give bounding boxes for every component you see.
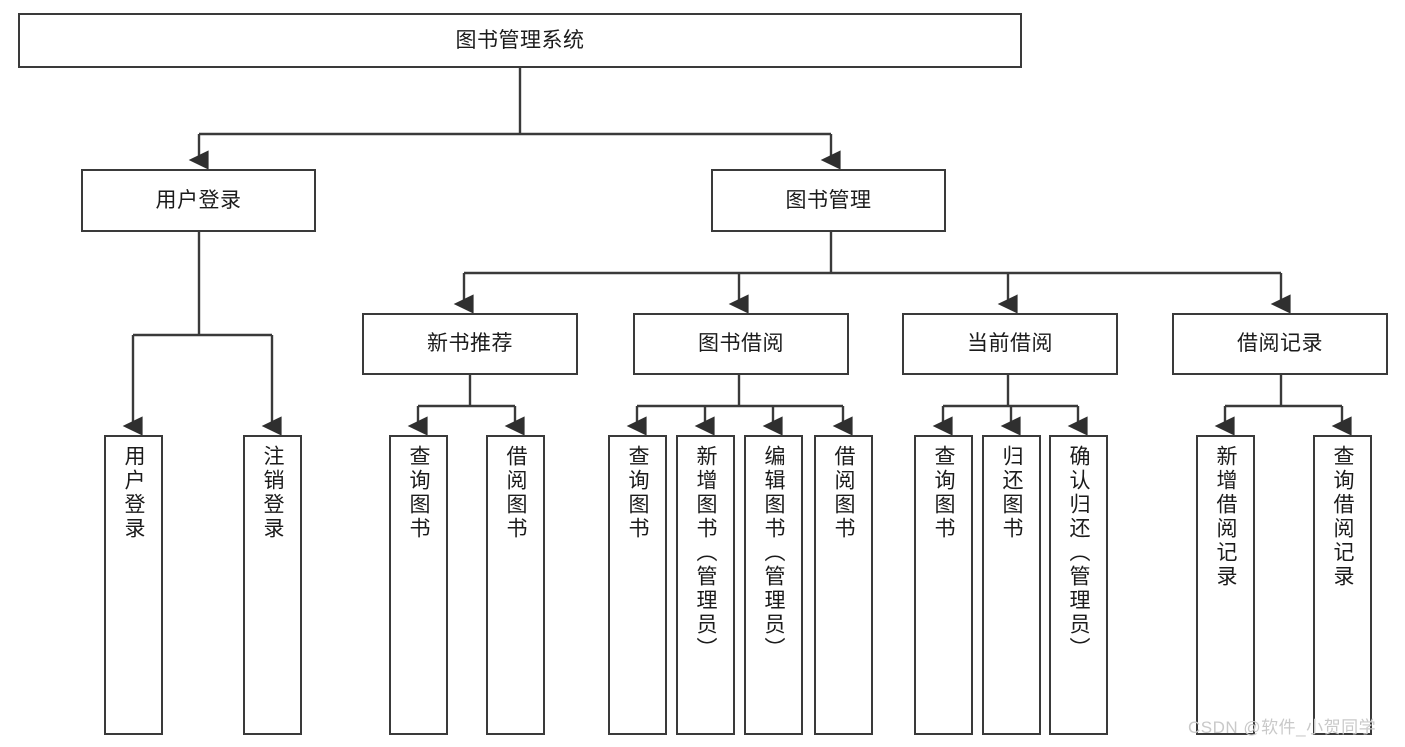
node-borrow-record[interactable]: 借阅记录 [1172,313,1388,375]
node-book-borrow[interactable]: 图书借阅 [633,313,849,375]
node-leaf-query-book-2[interactable]: 查询图书 [608,435,667,735]
node-label: 当前借阅 [967,332,1053,356]
node-leaf-query-book-3[interactable]: 查询图书 [914,435,973,735]
node-leaf-logout-login[interactable]: 注销登录 [243,435,302,735]
node-label: 查询图书 [626,445,649,541]
node-label: 图书管理 [785,188,872,212]
node-leaf-confirm-return[interactable]: 确认归还（管理员） [1049,435,1108,735]
node-leaf-user-login[interactable]: 用户登录 [104,435,163,735]
node-label: 注销登录 [261,445,284,541]
node-label: 新增借阅记录 [1214,445,1237,589]
node-label: 查询借阅记录 [1331,445,1354,589]
node-root-system[interactable]: 图书管理系统 [18,13,1022,68]
node-label: 编辑图书（管理员） [762,445,785,661]
node-label: 借阅图书 [832,445,855,541]
node-label: 图书借阅 [698,332,784,356]
node-current-borrow[interactable]: 当前借阅 [902,313,1118,375]
node-leaf-add-record[interactable]: 新增借阅记录 [1196,435,1255,735]
node-label: 新书推荐 [427,332,513,356]
node-book-manage[interactable]: 图书管理 [711,169,946,232]
node-label: 用户登录 [122,445,145,541]
node-leaf-edit-book[interactable]: 编辑图书（管理员） [744,435,803,735]
node-label: 用户登录 [155,188,242,212]
node-label: 图书管理系统 [455,28,585,52]
watermark-text: CSDN @软件_小贺同学 [1188,718,1377,737]
node-label: 归还图书 [1000,445,1023,541]
node-leaf-borrow-book-1[interactable]: 借阅图书 [486,435,545,735]
node-label: 查询图书 [932,445,955,541]
node-new-book-recommend[interactable]: 新书推荐 [362,313,578,375]
node-leaf-add-book[interactable]: 新增图书（管理员） [676,435,735,735]
node-leaf-borrow-book-2[interactable]: 借阅图书 [814,435,873,735]
node-label: 查询图书 [407,445,430,541]
node-label: 借阅记录 [1237,332,1323,356]
node-leaf-query-book-1[interactable]: 查询图书 [389,435,448,735]
node-label: 新增图书（管理员） [694,445,717,661]
node-leaf-return-book[interactable]: 归还图书 [982,435,1041,735]
node-leaf-query-record[interactable]: 查询借阅记录 [1313,435,1372,735]
node-label: 确认归还（管理员） [1067,445,1090,661]
node-user-login[interactable]: 用户登录 [81,169,316,232]
node-label: 借阅图书 [504,445,527,541]
